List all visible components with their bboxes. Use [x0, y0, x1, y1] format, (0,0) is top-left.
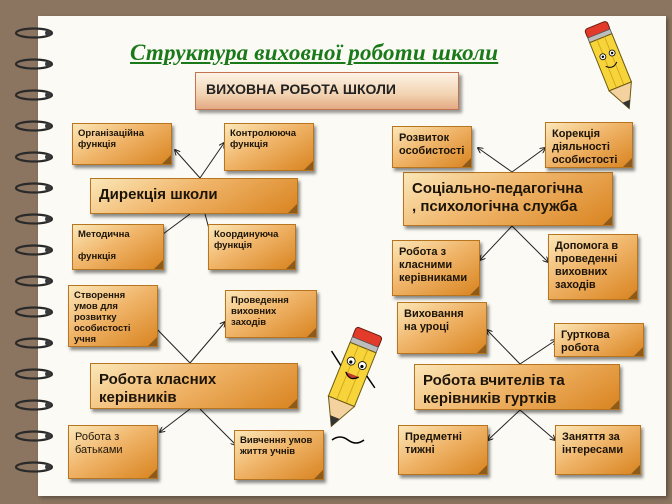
spiral-ring — [14, 88, 58, 102]
social-item-correction: Корекція діяльності особистості — [545, 122, 633, 168]
spiral-ring — [14, 119, 58, 133]
teachers-item-clubs: Гурткова робота — [554, 323, 644, 357]
directorate-item-coordination: Координуюча функція — [208, 224, 296, 270]
page-title: Структура виховної роботи школи — [130, 40, 499, 65]
connector-line — [511, 225, 548, 262]
class-item-events: Проведення виховних заходів — [225, 290, 317, 338]
connector-line — [175, 150, 201, 179]
spiral-ring — [14, 181, 58, 195]
directorate-item-control: Контролююча функція — [224, 123, 314, 171]
directorate-item-organizational: Організаційна функція — [72, 123, 172, 165]
pencil-mascot-icon — [327, 326, 383, 444]
connector-line — [160, 408, 191, 432]
connector-line — [519, 409, 555, 440]
pencil-icon — [584, 21, 633, 110]
spiral-ring — [14, 274, 58, 288]
spiral-ring — [14, 243, 58, 257]
class-item-living-conditions: Вивчення умов життя учнів — [234, 430, 324, 480]
spiral-ring — [14, 460, 58, 474]
social-item-class-teachers-work: Робота з класними керівниками — [392, 240, 480, 296]
social-item-events-help: Допомога в проведенні виховних заходів — [548, 234, 638, 300]
connector-line — [189, 322, 225, 364]
teachers-item-subject-weeks: Предметні тижні — [398, 425, 488, 475]
connector-line — [488, 409, 521, 440]
social-item-personal-development: Розвиток особистості — [392, 126, 472, 168]
spiral-ring — [14, 398, 58, 412]
connector-line — [487, 330, 521, 365]
spiral-ring — [14, 57, 58, 71]
connector-line — [199, 408, 236, 445]
spiral-ring — [14, 212, 58, 226]
spiral-ring — [14, 367, 58, 381]
connector-line — [478, 148, 513, 173]
spiral-ring — [14, 336, 58, 350]
class-item-conditions: Створення умов для розвитку особистості … — [68, 285, 158, 347]
class-teachers-box: Робота класних керівників — [90, 363, 298, 409]
spiral-ring — [14, 429, 58, 443]
spiral-ring — [14, 26, 58, 40]
spiral-ring — [14, 150, 58, 164]
teachers-item-interests: Заняття за інтересами — [555, 425, 641, 475]
social-service-box: Соціально-педагогічна , психологічна слу… — [403, 172, 613, 226]
connector-line — [511, 148, 545, 173]
teachers-box: Робота вчителів та керівників гуртків — [414, 364, 620, 410]
connector-line — [519, 340, 556, 365]
teachers-item-lesson: Виховання на уроці — [397, 302, 487, 354]
connector-line — [199, 143, 224, 179]
connector-line — [480, 225, 513, 260]
class-item-parents: Робота з батьками — [68, 425, 158, 479]
spiral-ring — [14, 305, 58, 319]
header-box: ВИХОВНА РОБОТА ШКОЛИ — [195, 72, 459, 110]
directorate-item-methodical: Методична функція — [72, 224, 164, 270]
directorate-box: Дирекція школи — [90, 178, 298, 214]
